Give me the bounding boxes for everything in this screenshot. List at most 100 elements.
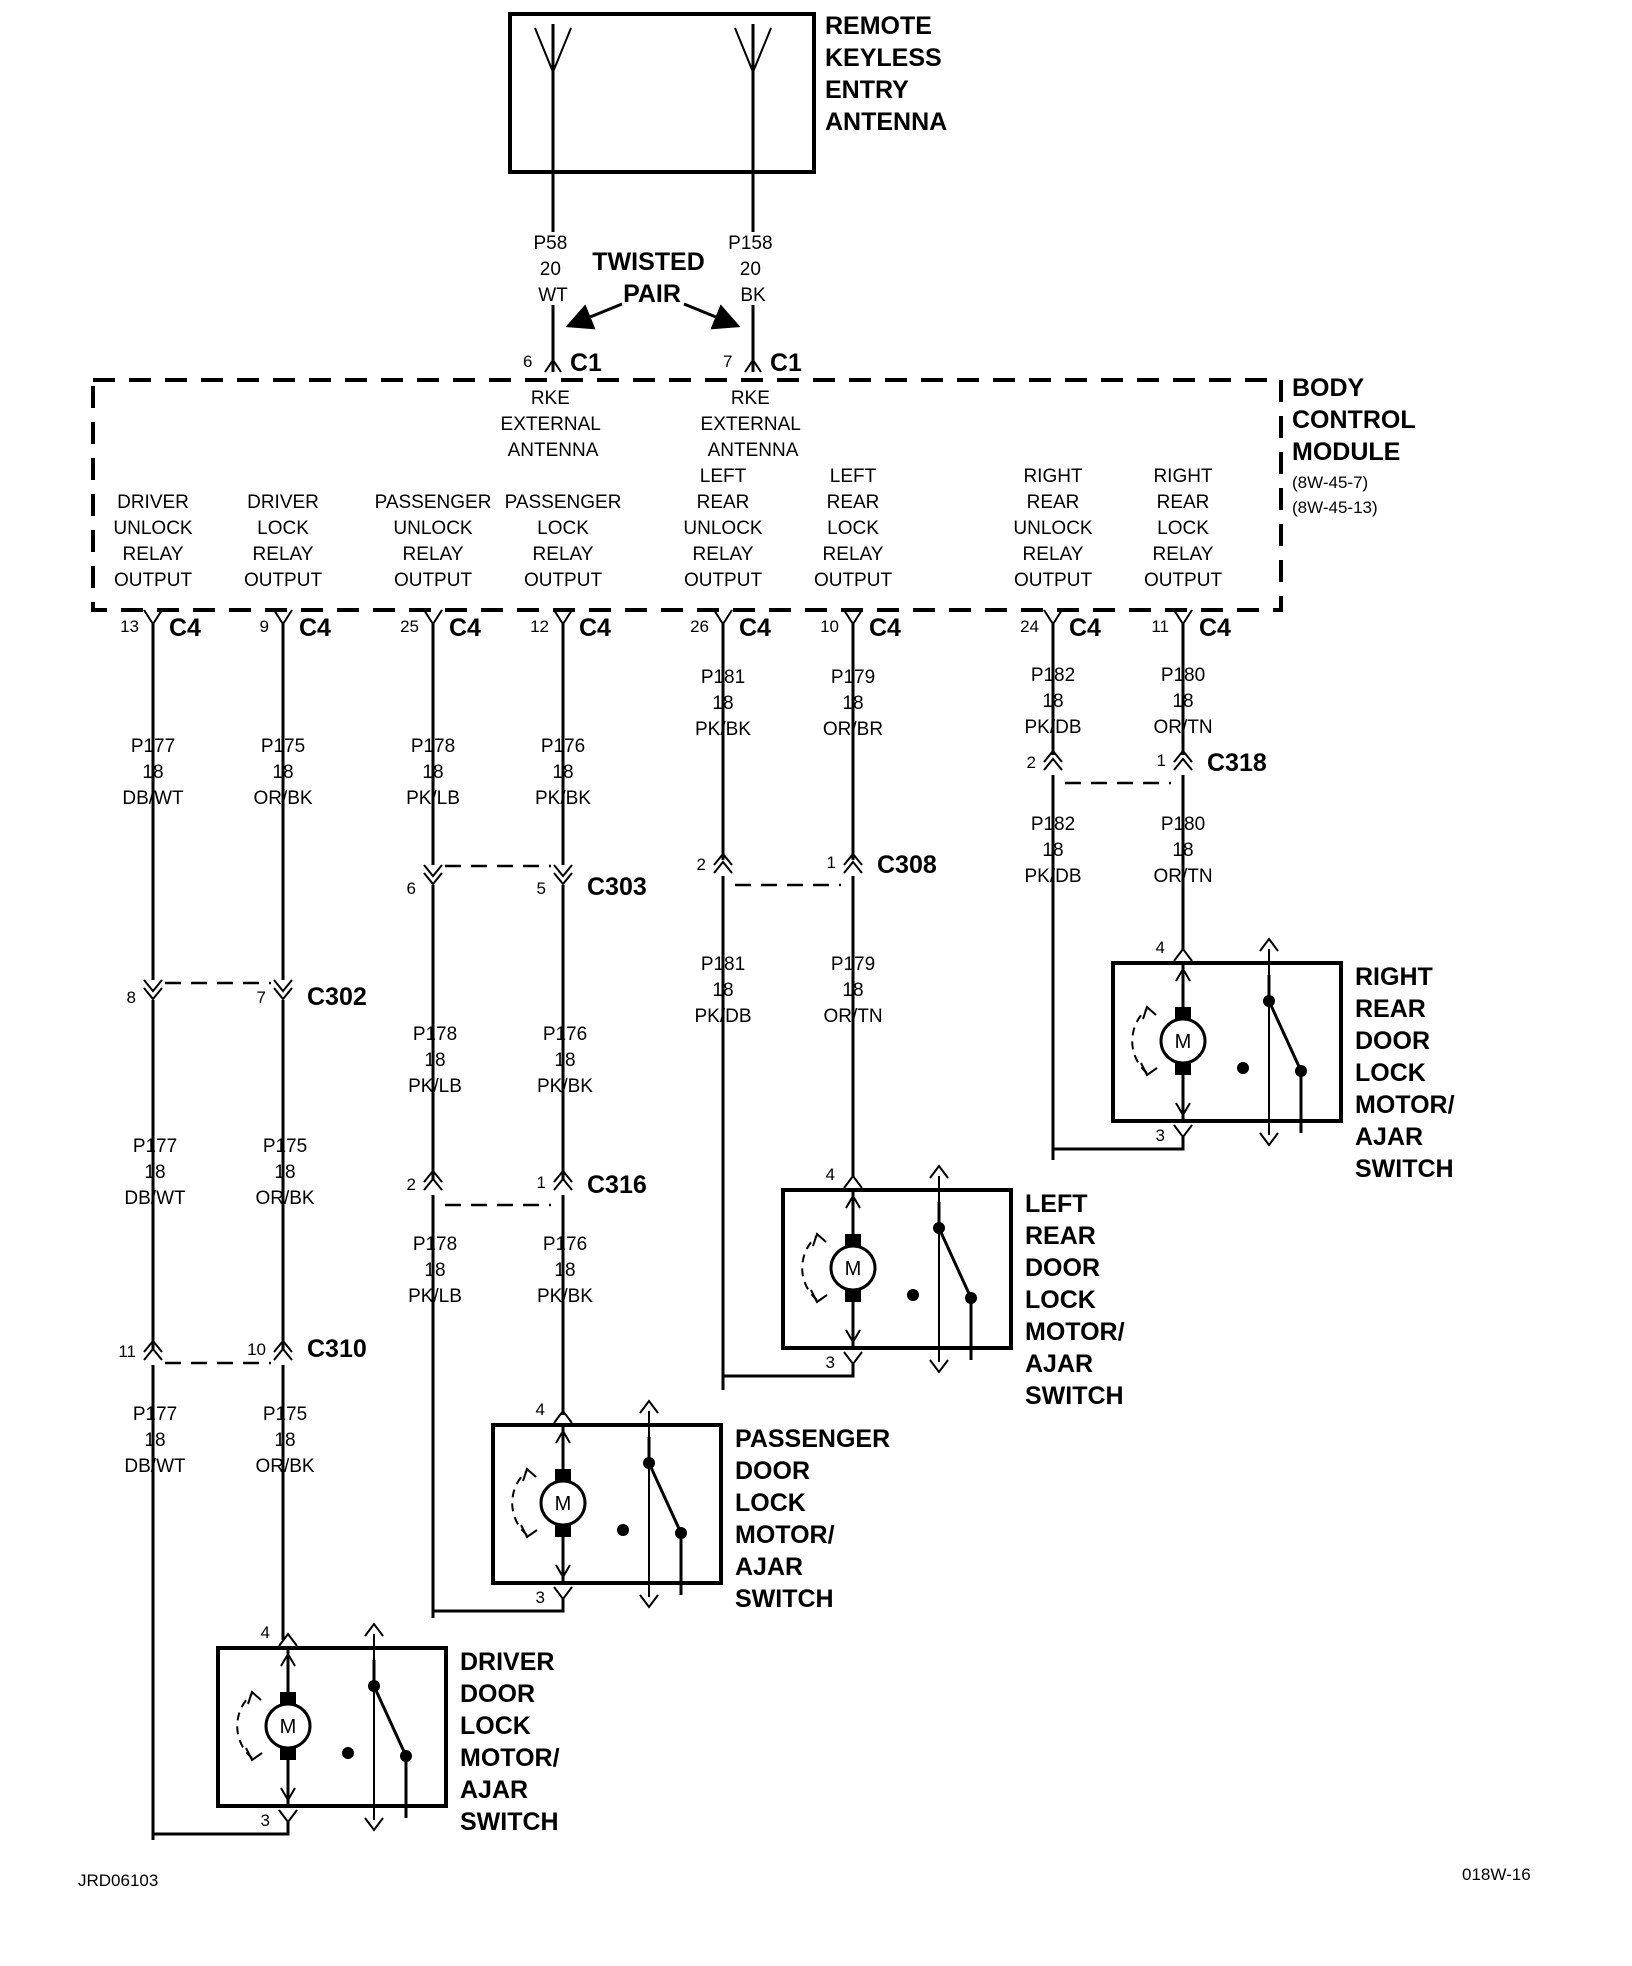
wire-p181-label: P181 [701,954,745,975]
c4-connector-label: C4 [299,614,331,642]
bcm-output-label: RELAY [693,544,754,565]
bcm-output-label: DRIVER [117,492,189,513]
c303-pin: 5 [537,879,546,898]
return-wire [723,1364,855,1378]
wire-p181-label: PK/DB [694,1006,751,1027]
wire-p176-label: PK/BK [537,1286,593,1307]
terminal-icon [553,1586,573,1601]
wire-p182-label: P182 [1031,665,1075,686]
wire-p180-label: 18 [1172,691,1193,712]
c308-pin: 1 [827,853,836,872]
motor-symbol: M [555,1493,572,1515]
wire-p177-label: P177 [131,736,175,757]
motor-pin-3: 3 [826,1353,835,1372]
c318-pin: 1 [1157,751,1166,770]
motor-title: DOOR [1355,1027,1430,1055]
motor-title: DOOR [735,1457,810,1485]
c316-pin: 1 [537,1173,546,1192]
motor-title: SWITCH [1355,1155,1454,1183]
motor-pin-4: 4 [536,1400,545,1419]
connector-terminal-icon [1173,749,1193,763]
terminal-icon [843,1351,863,1366]
connector-terminal-icon [843,852,863,866]
c310-pin: 11 [118,1342,136,1361]
rotation-arrow-icon [247,1690,262,1705]
connector-terminal-icon [273,987,293,1001]
motor-brush-icon [1175,1063,1191,1075]
bcm-rke-func-a: RKE EXTERNAL ANTENNA [501,388,606,461]
bcm-output-label: REAR [697,492,750,513]
rotation-arrow-icon [1131,1008,1148,1074]
connector-terminal-icon [553,1169,573,1183]
motor-title: SWITCH [1025,1382,1124,1410]
motor-title: LEFT [1025,1190,1088,1218]
motor-icon [829,1244,877,1292]
motor-title: AJAR [460,1776,528,1804]
wire-p179-label: OR/BR [823,719,883,740]
connector-terminal-icon [143,1347,163,1361]
motor-title: AJAR [735,1553,803,1581]
wire-p181-label: 18 [712,980,733,1001]
c1-pin6: 6 [523,352,532,371]
bcm-output-label: OUTPUT [114,570,193,591]
bcm-output-label: RELAY [253,544,314,565]
arrow-down-icon [555,1564,571,1579]
terminal-icon [553,1409,573,1424]
bcm-output-label: OUTPUT [1144,570,1223,591]
motor-pin-4: 4 [1156,938,1165,957]
motor-pin-3: 3 [536,1588,545,1607]
motor-title: LOCK [1355,1059,1426,1087]
motor-pin-3: 3 [261,1811,270,1830]
antenna-title: REMOTE KEYLESS ENTRY ANTENNA [825,12,949,136]
wire-p176-label: P176 [543,1024,587,1045]
wire-p182-label: PK/DB [1024,717,1081,738]
twisted-arrow-right [683,302,741,330]
c4-connector-label: C4 [579,614,611,642]
connector-terminal-icon [553,1177,573,1191]
terminal-icon [1259,937,1279,952]
c4-connector-label: C4 [449,614,481,642]
c310-pin: 10 [247,1340,266,1359]
connector-terminal-icon [843,860,863,874]
c310-label: C310 [307,1335,367,1363]
motor-icon [264,1702,312,1750]
bcm-output-label: PASSENGER [505,492,622,513]
c4-terminal [553,609,573,626]
switch-contact-icon [1237,1062,1249,1074]
c4-terminal [1043,609,1063,626]
c303-label: C303 [587,873,647,901]
bcm-output-label: RELAY [123,544,184,565]
wire-p180-label: OR/TN [1153,717,1212,738]
wire-p179-label: P179 [831,667,875,688]
bcm-output-label: LEFT [700,466,747,487]
motor-brush-icon [280,1692,296,1704]
wire-p179-label: 18 [842,980,863,1001]
wire-p176-label: P176 [541,736,585,757]
c1-pin7-terminal [744,358,762,373]
connector-terminal-icon [713,852,733,866]
wire-p179-label: 18 [842,693,863,714]
motor-title: LOCK [460,1712,531,1740]
rotation-arrow-icon [520,1524,538,1539]
c318-label: C318 [1207,749,1267,777]
bcm-output-label: OUTPUT [524,570,603,591]
motor-title: SWITCH [460,1808,559,1836]
connector-terminal-icon [273,1339,293,1353]
c316-pin: 2 [407,1175,416,1194]
connector-terminal-icon [553,872,573,886]
terminal-icon [639,1594,659,1609]
motor-brush-icon [555,1469,571,1481]
arrow-up-icon [280,1652,296,1667]
wire-p177-label: DB/WT [122,788,184,809]
wire-p179-label: OR/TN [823,1006,882,1027]
wire-p177-label: DB/WT [124,1456,186,1477]
wire-p177-label: 18 [144,1430,165,1451]
return-wire [1053,1137,1185,1151]
switch-contact-icon [617,1524,629,1536]
body-control-module: BODY CONTROL MODULE (8W-45-7) (8W-45-13)… [91,374,1415,612]
c318-pin: 2 [1027,753,1036,772]
bcm-output-label: PASSENGER [375,492,492,513]
motor-title: DRIVER [460,1648,554,1676]
c4-terminal [143,609,163,626]
motor-title: MOTOR/ [1025,1318,1125,1346]
